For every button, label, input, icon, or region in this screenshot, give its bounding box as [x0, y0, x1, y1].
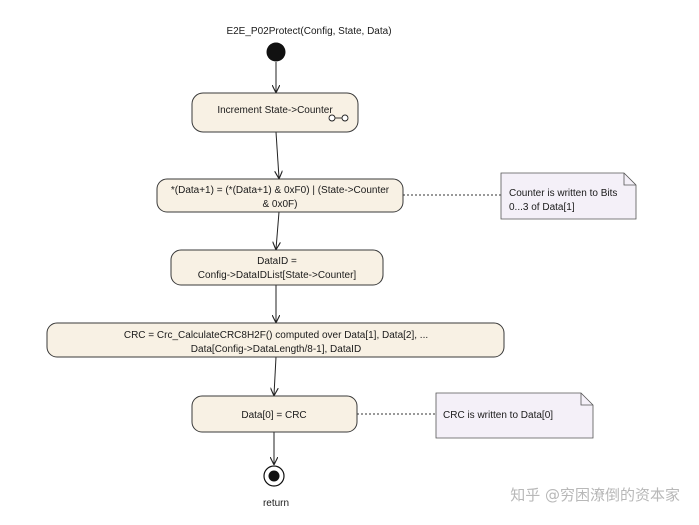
initial-node [266, 42, 286, 62]
action-label-line-1: *(Data+1) = (*(Data+1) & 0xF0) | (State-… [171, 185, 390, 196]
action-label-line-2: & 0x0F) [262, 199, 297, 210]
flow-edge [274, 356, 276, 395]
final-node [263, 465, 285, 487]
action-crc-assign: Data[0] = CRC [191, 395, 358, 433]
action-label-line-2: Config->DataIDList[State->Counter] [198, 270, 357, 281]
rake-icon [328, 114, 349, 122]
flow-edge [276, 211, 279, 249]
note-counter-bits: Counter is written to Bits 0...3 of Data… [500, 172, 637, 220]
action-label-line-1: DataID = [257, 256, 297, 267]
action-label: Increment State->Counter [217, 105, 333, 116]
action-label-line-2: Data[Config->DataLength/8-1], DataID [191, 344, 361, 355]
final-label: return [263, 498, 289, 509]
watermark: 知乎 @穷困潦倒的资本家 [510, 486, 680, 504]
action-dataid: DataID = Config->DataIDList[State->Count… [170, 249, 384, 286]
action-label: Data[0] = CRC [241, 410, 306, 421]
action-label-line-1: CRC = Crc_CalculateCRC8H2F() computed ov… [124, 330, 428, 341]
note-line-2: 0...3 of Data[1] [509, 202, 575, 213]
action-increment-counter: Increment State->Counter [191, 92, 359, 133]
action-crc-calculate: CRC = Crc_CalculateCRC8H2F() computed ov… [46, 322, 505, 358]
note-line-1: Counter is written to Bits [509, 188, 617, 199]
note-line-1: CRC is written to Data[0] [443, 410, 553, 421]
flow-edge [276, 131, 279, 178]
diagram-title: E2E_P02Protect(Config, State, Data) [226, 26, 391, 37]
note-crc-written: CRC is written to Data[0] [435, 392, 594, 439]
action-write-counter: *(Data+1) = (*(Data+1) & 0xF0) | (State-… [156, 178, 404, 213]
